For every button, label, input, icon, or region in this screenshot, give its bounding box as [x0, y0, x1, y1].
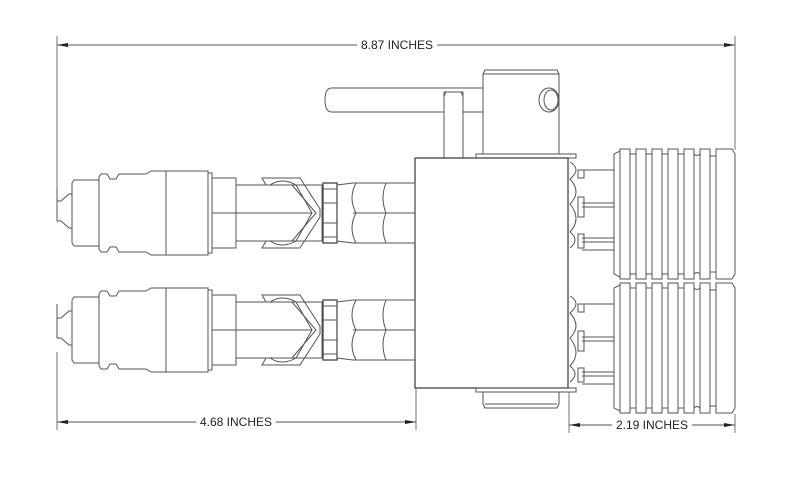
female-coupler-upper [569, 148, 736, 280]
extension-lines [56, 36, 736, 433]
dimension-overall-label: 8.87 INCHES [356, 38, 438, 52]
valve-block [414, 157, 577, 409]
female-coupler-lower [569, 282, 736, 414]
selector-handle [324, 69, 577, 159]
male-tip-coupler-lower [56, 287, 416, 373]
dimension-left-label: 4.68 INCHES [195, 415, 277, 429]
dimension-right-label: 2.19 INCHES [611, 418, 693, 432]
male-tip-coupler-upper [56, 170, 416, 256]
